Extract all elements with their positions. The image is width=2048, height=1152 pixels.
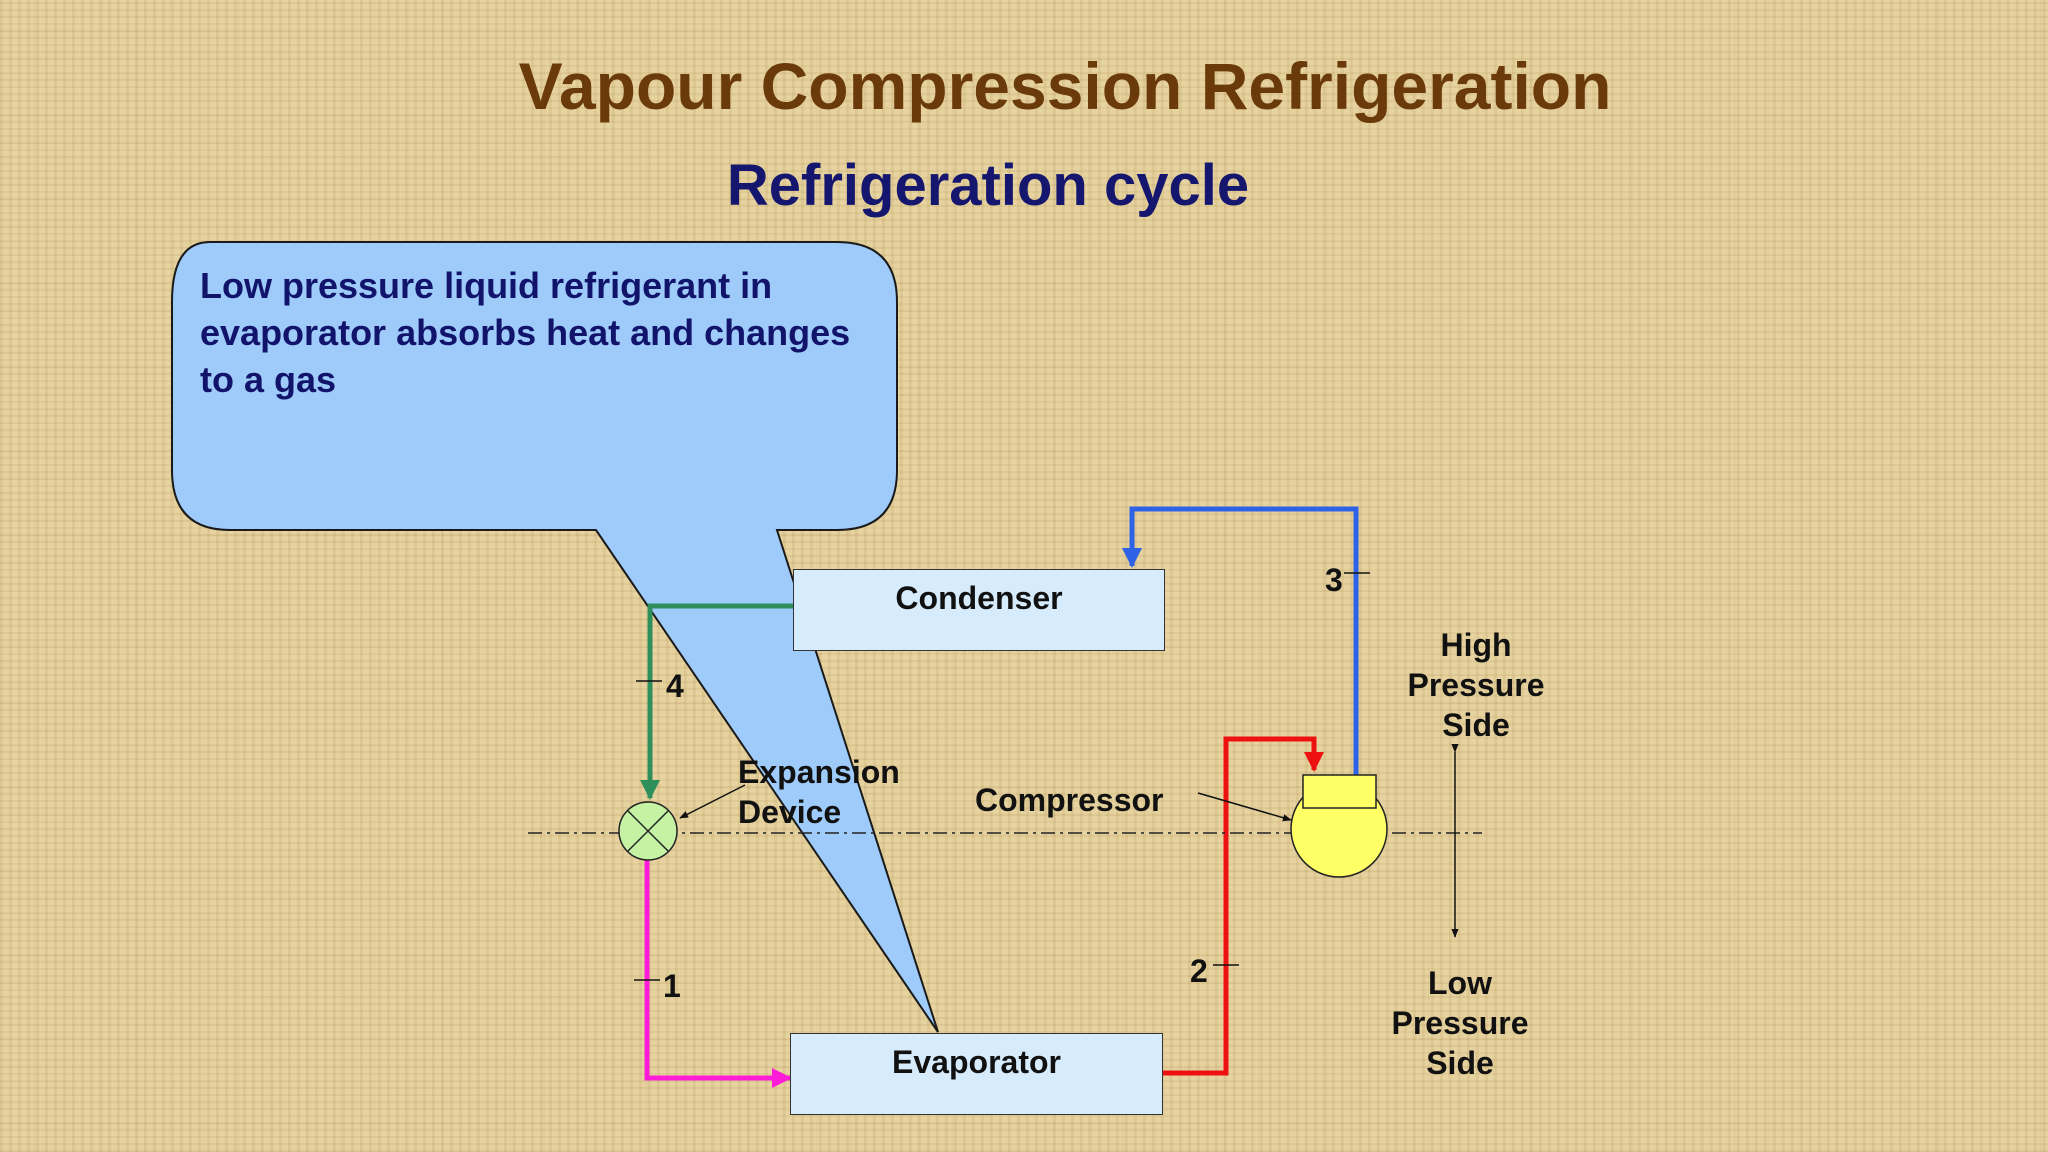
expansion-device-leader bbox=[679, 784, 746, 819]
page-subtitle: Refrigeration cycle bbox=[726, 153, 1250, 218]
callout-bubble bbox=[171, 241, 939, 1033]
pipe-condenser-to-expansion bbox=[640, 603, 793, 800]
pipe-expansion-to-evaporator bbox=[644, 857, 792, 1088]
expansion-device-label: Expansion Device bbox=[738, 754, 900, 830]
state-point-2: 2 bbox=[1190, 953, 1208, 989]
high-pressure-side-label: High Pressure Side bbox=[1407, 627, 1545, 743]
state-point-3: 3 bbox=[1325, 562, 1343, 598]
compressor-icon bbox=[1290, 774, 1388, 878]
compressor-label: Compressor bbox=[975, 782, 1164, 818]
low-pressure-side-label: Low Pressure Side bbox=[1391, 965, 1529, 1081]
pipe-evaporator-to-compressor bbox=[1162, 736, 1324, 1076]
state-point-4: 4 bbox=[666, 668, 684, 704]
state-point-1: 1 bbox=[663, 968, 681, 1004]
condenser-box: Condenser bbox=[793, 569, 1165, 651]
evaporator-label: Evaporator bbox=[892, 1044, 1061, 1080]
condenser-label: Condenser bbox=[895, 580, 1063, 616]
pipe-compressor-to-condenser bbox=[1122, 506, 1359, 775]
compressor-leader bbox=[1197, 792, 1292, 822]
evaporator-box: Evaporator bbox=[790, 1033, 1163, 1115]
expansion-valve-icon bbox=[618, 801, 678, 861]
callout-text: Low pressure liquid refrigerant in evapo… bbox=[200, 265, 851, 400]
page-title: Vapour Compression Refrigeration bbox=[518, 49, 1612, 123]
